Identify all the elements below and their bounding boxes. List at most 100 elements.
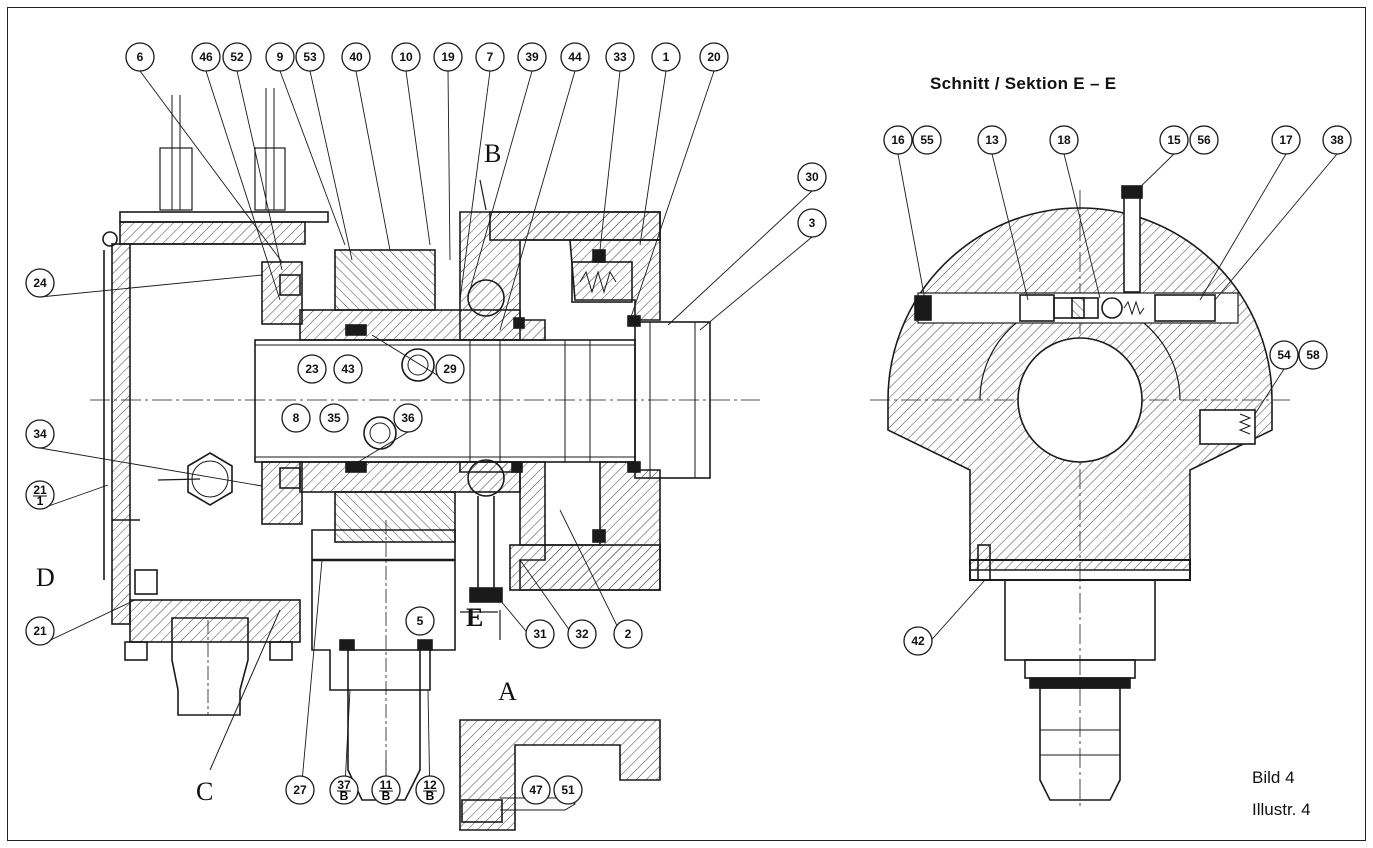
callout-label: 43 [341, 362, 355, 376]
callout-19: 19 [433, 42, 463, 261]
callout-21: 21 [25, 599, 136, 646]
callout-label: 56 [1197, 133, 1211, 147]
callout-51: 51 [553, 775, 583, 805]
callout-1: 1 [639, 42, 681, 246]
callout-20: 20 [629, 42, 729, 321]
callout-label: 18 [1057, 133, 1071, 147]
callout-30: 30 [667, 162, 827, 326]
callout-39: 39 [469, 42, 547, 291]
callout-label: 37 [337, 778, 351, 792]
callout-34: 34 [25, 419, 263, 487]
callout-label: 39 [525, 50, 539, 64]
callout-5: 5 [405, 606, 435, 636]
callout-label: 16 [891, 133, 905, 147]
callout-sublabel: B [382, 789, 391, 803]
callout-label: 8 [293, 411, 300, 425]
callout-15: 15 [1134, 125, 1189, 193]
view-letter-c: C [196, 777, 213, 806]
callout-label: 27 [293, 783, 307, 797]
callout-38: 38 [1214, 125, 1352, 301]
callout-23: 23 [297, 354, 327, 384]
callout-32: 32 [519, 559, 597, 649]
callout-27: 27 [285, 559, 323, 805]
callout-label: 10 [399, 50, 413, 64]
callout-label: 23 [305, 362, 319, 376]
figure-caption-en: Illustr. 4 [1252, 800, 1311, 819]
callout-40: 40 [341, 42, 391, 251]
view-letter-a: A [498, 677, 517, 706]
callout-12-B: 12B [415, 689, 445, 805]
callout-label: 29 [443, 362, 457, 376]
callout-label: 46 [199, 50, 213, 64]
callout-10: 10 [391, 42, 431, 246]
callout-21-1: 211 [25, 480, 109, 510]
callout-label: 24 [33, 276, 47, 290]
callout-54: 54 [1254, 340, 1299, 415]
callout-label: 11 [380, 778, 393, 792]
callout-label: 5 [417, 614, 424, 628]
callout-label: 44 [568, 50, 582, 64]
callout-55: 55 [912, 125, 942, 155]
callout-sublabel: B [340, 789, 349, 803]
callout-label: 21 [33, 624, 47, 638]
callout-3: 3 [699, 208, 827, 331]
callout-label: 12 [423, 778, 437, 792]
callout-2: 2 [559, 509, 643, 649]
callout-18: 18 [1049, 125, 1101, 299]
callout-8: 8 [281, 403, 311, 433]
callout-43: 43 [333, 354, 363, 384]
callout-label: 32 [575, 627, 589, 641]
callout-sublabel: 1 [37, 494, 44, 508]
callout-label: 38 [1330, 133, 1344, 147]
callout-label: 33 [613, 50, 627, 64]
callout-56: 56 [1189, 125, 1219, 155]
callout-label: 52 [230, 50, 244, 64]
callout-label: 17 [1279, 133, 1293, 147]
callout-label: 30 [805, 170, 819, 184]
callout-label: 36 [401, 411, 415, 425]
callout-58: 58 [1298, 340, 1328, 370]
drawing-frame [7, 7, 1366, 841]
callout-label: 1 [663, 50, 670, 64]
callout-label: 51 [561, 783, 575, 797]
callout-16: 16 [883, 125, 926, 301]
callout-29: 29 [371, 334, 465, 384]
callout-label: 55 [920, 133, 934, 147]
callout-label: 7 [487, 50, 494, 64]
callout-sublabel: B [426, 789, 435, 803]
callout-label: 3 [809, 216, 816, 230]
callout-label: 20 [707, 50, 721, 64]
view-letter-b: B [484, 139, 501, 168]
callout-24: 24 [25, 268, 263, 298]
view-letter-d: D [36, 563, 55, 592]
main-section-view [90, 88, 760, 831]
callout-42: 42 [903, 579, 986, 656]
callout-label: 40 [349, 50, 363, 64]
figure-caption-de: Bild 4 [1252, 768, 1295, 787]
callout-44: 44 [499, 42, 590, 331]
callout-7: 7 [459, 42, 505, 301]
callout-35: 35 [319, 403, 349, 433]
callout-label: 19 [441, 50, 455, 64]
callout-label: 2 [625, 627, 632, 641]
callout-9: 9 [265, 42, 346, 246]
section-e-e-view [870, 185, 1290, 810]
section-title: Schnitt / Sektion E – E [930, 74, 1117, 93]
callout-label: 13 [985, 133, 999, 147]
callout-31: 31 [499, 599, 555, 649]
callout-11-B: 11B [371, 760, 401, 805]
callout-label: 53 [303, 50, 317, 64]
callout-33: 33 [599, 42, 635, 251]
callout-label: 21 [33, 483, 47, 497]
callout-13: 13 [977, 125, 1029, 301]
callout-6: 6 [125, 42, 283, 263]
callout-37-B: 37B [329, 689, 359, 805]
callout-label: 42 [911, 634, 925, 648]
callout-label: 35 [327, 411, 341, 425]
callout-label: 54 [1277, 348, 1291, 362]
callout-36: 36 [357, 403, 423, 463]
callout-52: 52 [222, 42, 283, 271]
callout-label: 9 [277, 50, 284, 64]
